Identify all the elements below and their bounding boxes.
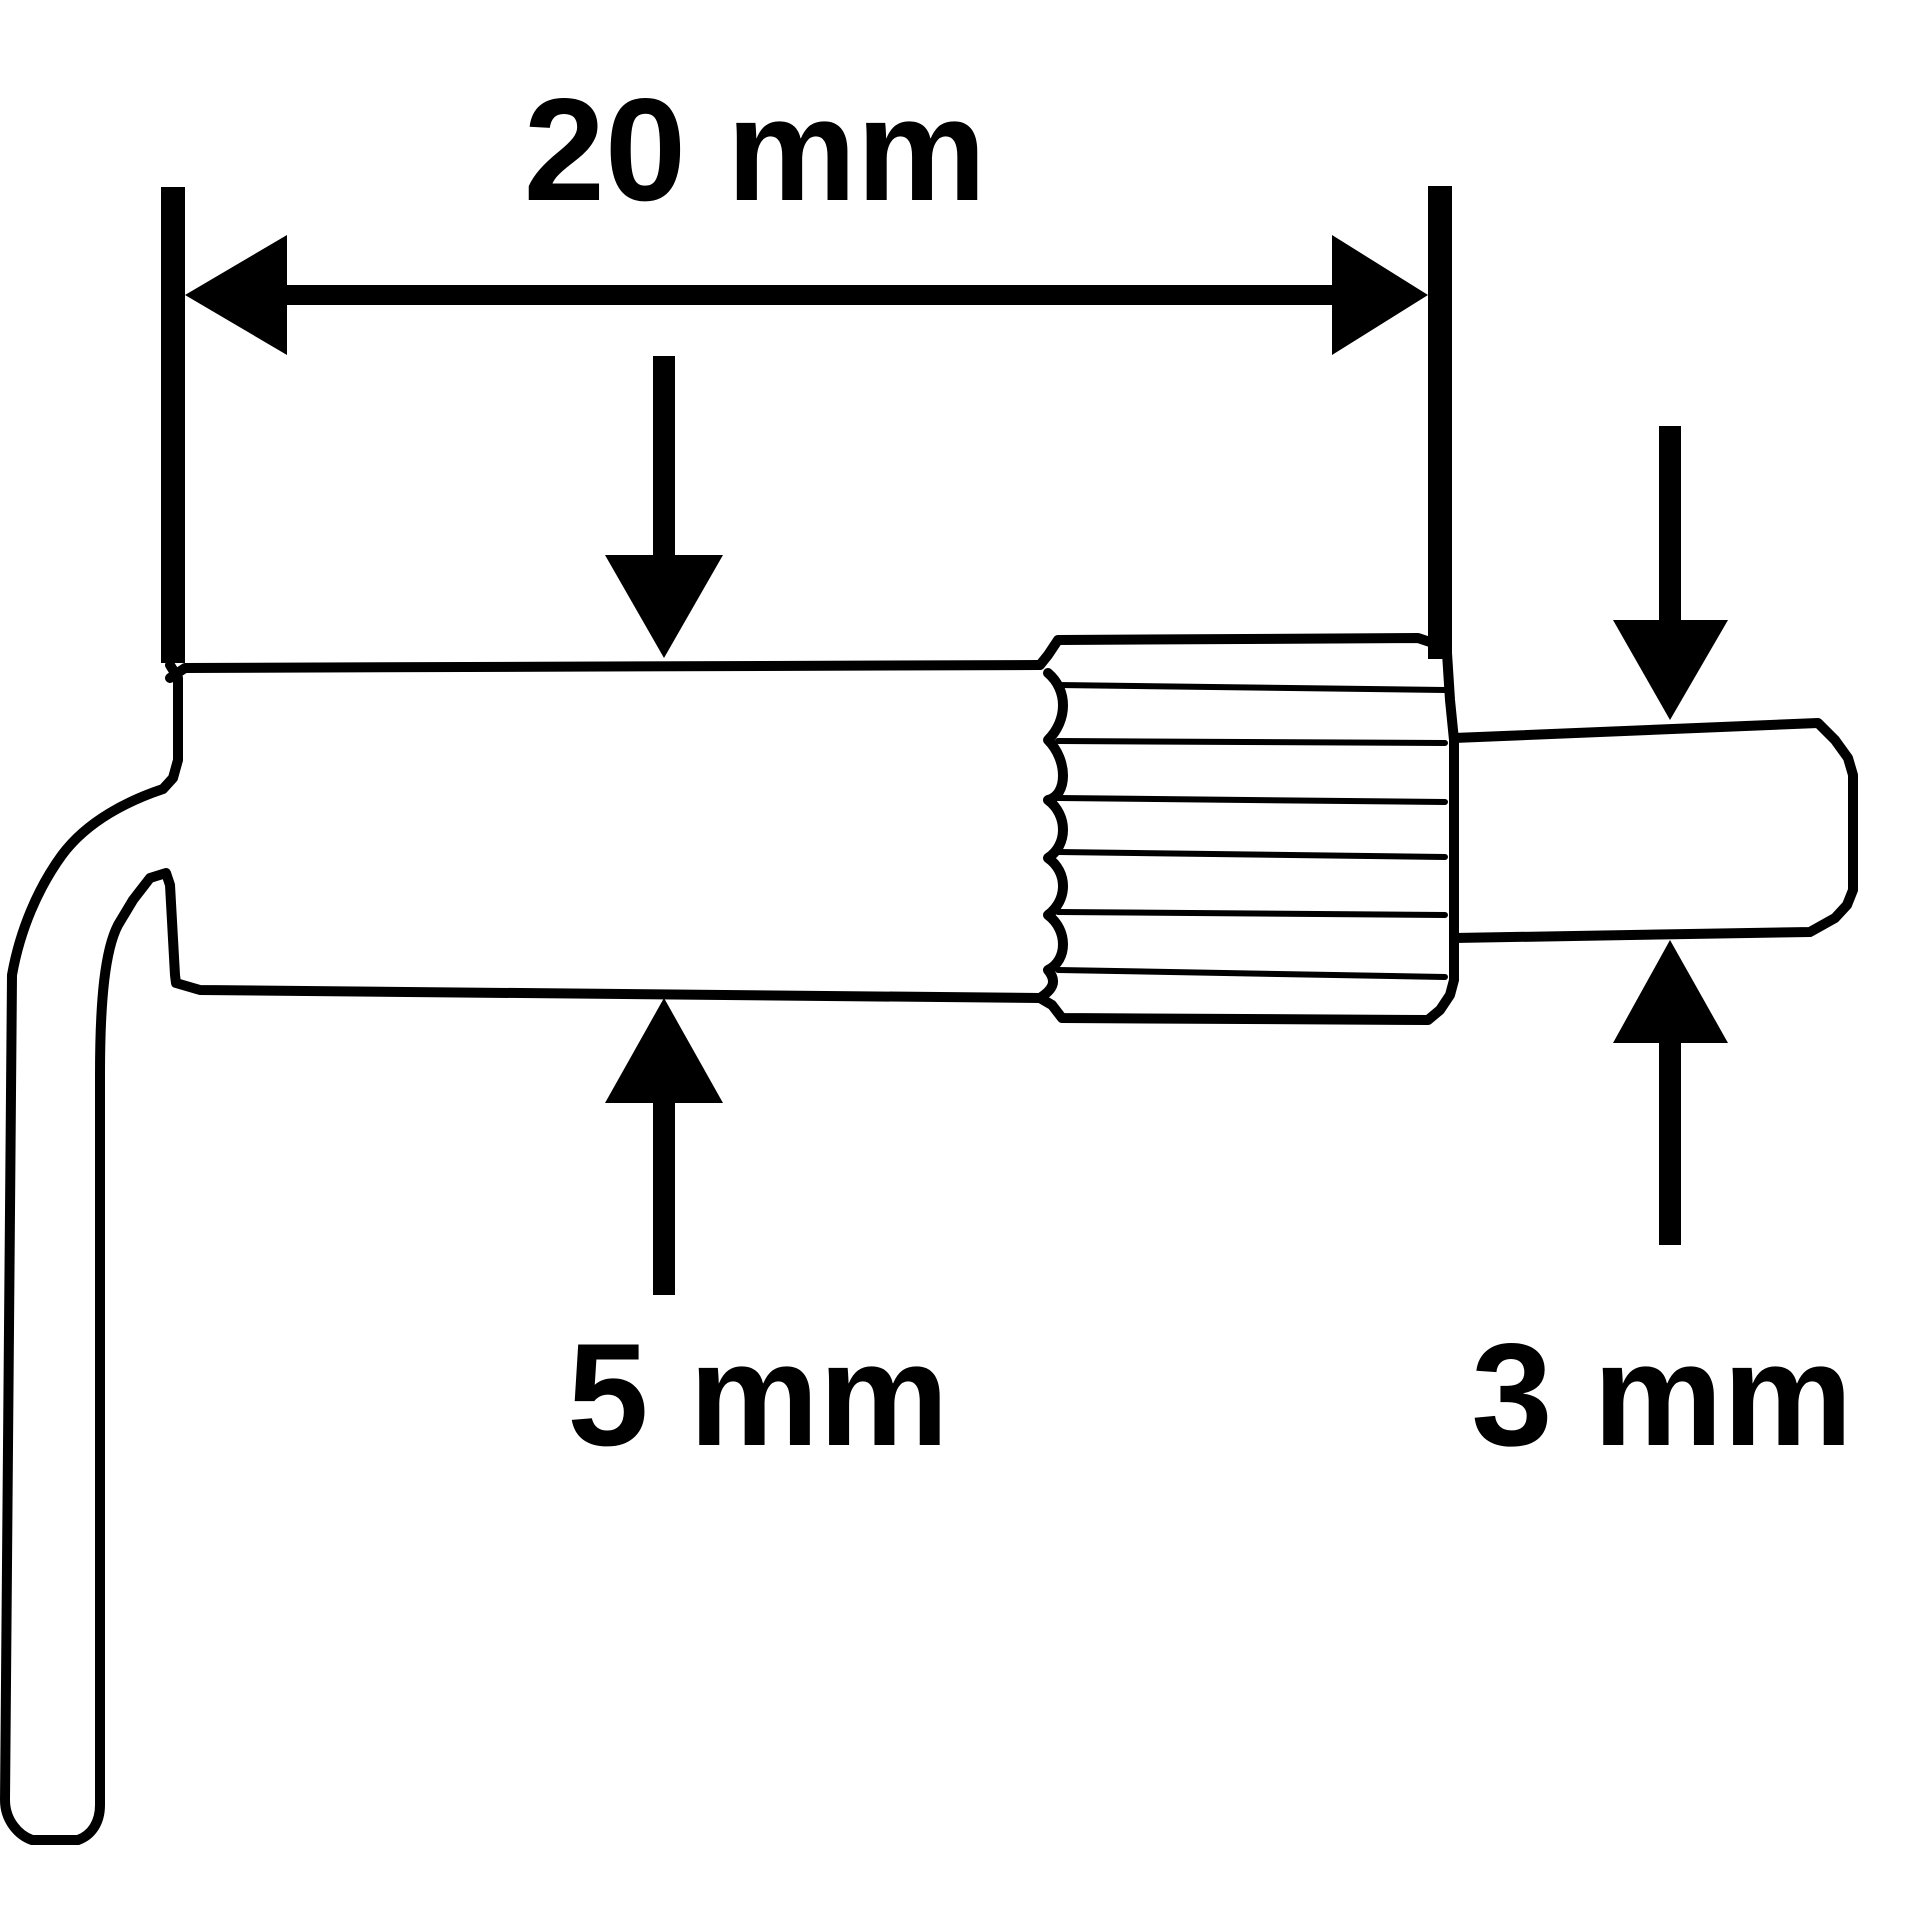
knurl-line (1055, 738, 1448, 746)
length-dimension-line (270, 285, 1345, 305)
length-dimension: 20 mm (161, 68, 1452, 663)
right-extension-line (1428, 186, 1452, 659)
collar-outline (1035, 633, 1459, 1025)
body-bottom-arrow-shaft (653, 1095, 675, 1295)
body-bottom-arrow-icon (605, 998, 723, 1103)
knurl-lines (1055, 682, 1448, 980)
part-drawing (0, 633, 1858, 1845)
bent-wire-hook (0, 660, 1045, 1845)
body-top-arrow-icon (605, 555, 723, 658)
length-label: 20 mm (524, 68, 987, 231)
knurl-line (1055, 682, 1448, 693)
body-diameter-label: 5 mm (567, 1313, 948, 1476)
knurl-line (1055, 967, 1448, 980)
left-extension-line (161, 187, 185, 663)
body-diameter-dimension: 5 mm (567, 356, 949, 1476)
body-top-arrow-shaft (653, 356, 675, 568)
pin-bottom-arrow-icon (1613, 940, 1728, 1043)
pin-top-arrow-icon (1613, 620, 1728, 720)
knurl-profile (1035, 668, 1068, 1003)
pin-diameter-dimension: 3 mm (1471, 426, 1853, 1476)
knurl-line (1055, 909, 1448, 918)
pin-top-arrow-shaft (1659, 426, 1681, 630)
length-arrow-left-icon (185, 235, 287, 355)
pin-bottom-arrow-shaft (1659, 1035, 1681, 1245)
knurl-line (1055, 795, 1448, 805)
knurl-line (1055, 849, 1448, 860)
pin-diameter-label: 3 mm (1471, 1313, 1852, 1476)
pin-outline (1449, 718, 1858, 943)
length-arrow-right-icon (1332, 235, 1428, 355)
body-top-edge (165, 660, 1045, 683)
